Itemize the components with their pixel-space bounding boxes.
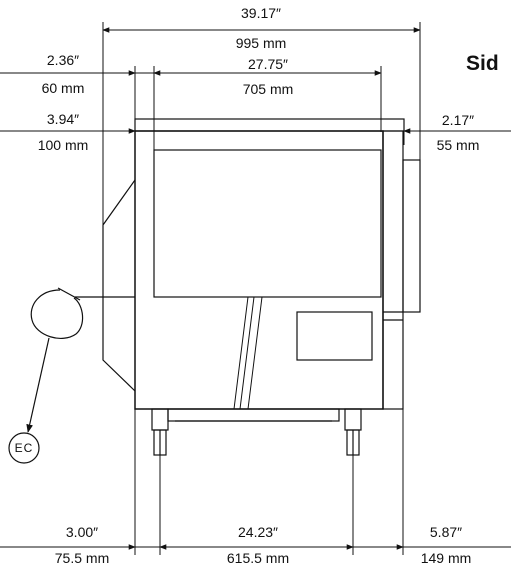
ec-label: EC xyxy=(15,441,34,455)
right-leg xyxy=(344,408,362,456)
view-title: Sid xyxy=(466,52,499,75)
dim-top-width xyxy=(153,66,382,150)
dim-overall-width xyxy=(102,22,421,225)
ec-callout xyxy=(8,287,135,464)
left-offset-2-mm: 100 mm xyxy=(38,137,89,153)
machine-base xyxy=(167,408,340,422)
overall-width-mm: 995 mm xyxy=(236,35,287,51)
left-leg xyxy=(151,408,169,456)
bottom-center-mm: 615.5 mm xyxy=(227,550,289,566)
dim-left-offsets xyxy=(0,66,154,134)
left-offset-1-in: 2.36″ xyxy=(47,52,79,68)
bottom-left-mm: 75.5 mm xyxy=(55,550,109,566)
bottom-right-mm: 149 mm xyxy=(421,550,472,566)
top-width-in: 27.75″ xyxy=(248,56,288,72)
left-offset-1-mm: 60 mm xyxy=(42,80,85,96)
machine-body xyxy=(102,118,405,410)
bottom-right-in: 5.87″ xyxy=(430,524,462,540)
overall-width-in: 39.17″ xyxy=(241,5,281,21)
right-offset-in: 2.17″ xyxy=(442,112,474,128)
bottom-left-in: 3.00″ xyxy=(66,524,98,540)
rear-unit xyxy=(382,130,421,410)
bottom-center-in: 24.23″ xyxy=(238,524,278,540)
right-offset-mm: 55 mm xyxy=(437,137,480,153)
left-offset-2-in: 3.94″ xyxy=(47,111,79,127)
top-width-mm: 705 mm xyxy=(243,81,294,97)
dim-bottom xyxy=(0,409,511,555)
ec-circle xyxy=(8,432,40,464)
